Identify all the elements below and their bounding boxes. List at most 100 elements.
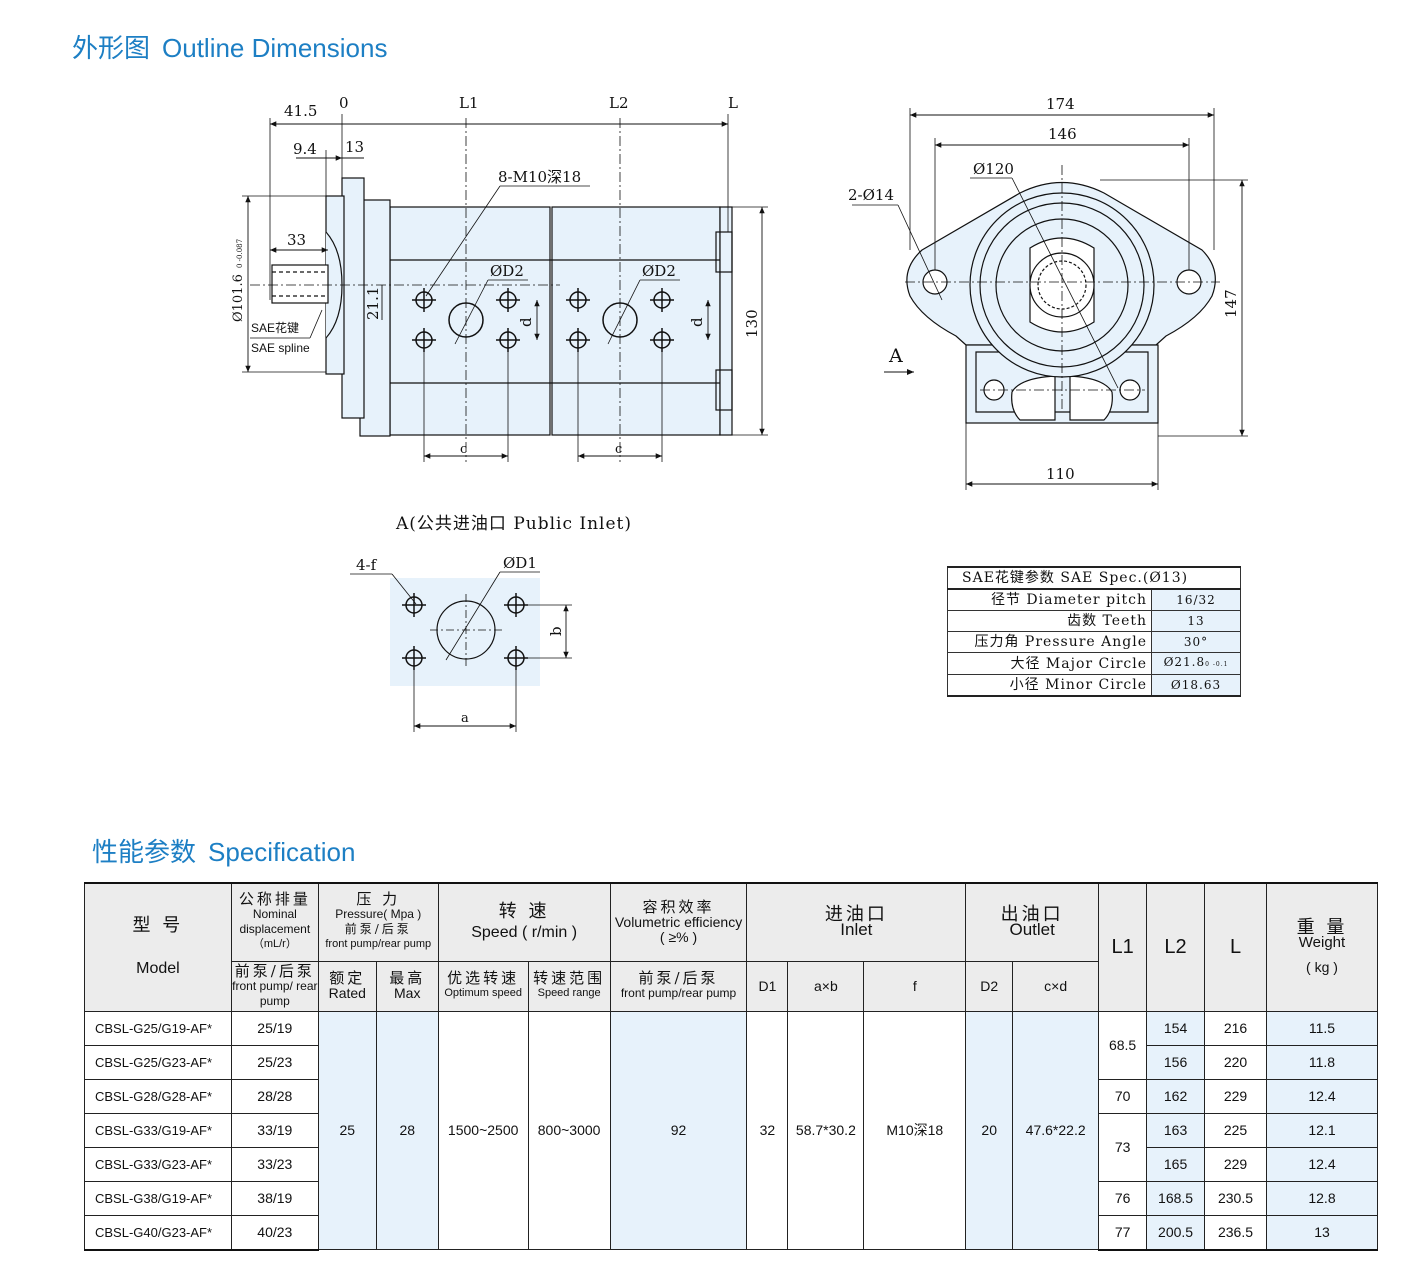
header-f: f bbox=[863, 960, 967, 1012]
dim-zero: 0 bbox=[339, 94, 349, 112]
bolt-thread-label: 8-M10深18 bbox=[498, 168, 581, 186]
cell-weight: 12.1 bbox=[1265, 1112, 1379, 1148]
cell-l: 229 bbox=[1204, 1146, 1267, 1182]
inlet-label-d1: ØD1 bbox=[503, 554, 537, 572]
dim-l2: L2 bbox=[609, 94, 629, 112]
cell-l2: 200.5 bbox=[1146, 1214, 1206, 1251]
dim-21-1: 21.1 bbox=[364, 287, 382, 320]
header-pressure-en: Pressure( Mpa ) bbox=[335, 907, 422, 922]
header-model-en: Model bbox=[136, 960, 180, 978]
header-disp-sub-cn: 前泵/后泵 bbox=[234, 961, 315, 980]
header-eff-sub: 前泵/后泵 front pump/rear pump bbox=[609, 960, 748, 1012]
header-eff-en: Volumetric efficiency bbox=[614, 913, 743, 930]
cell-disp: 28/28 bbox=[230, 1078, 319, 1114]
dim-c-front: c bbox=[460, 442, 467, 457]
cell-weight: 12.4 bbox=[1265, 1146, 1379, 1182]
dim-d-front: d bbox=[517, 317, 535, 327]
header-disp-en: Nominal displacement bbox=[239, 907, 311, 937]
dim-110: 110 bbox=[1046, 465, 1075, 483]
cell-weight: 11.8 bbox=[1265, 1044, 1379, 1080]
cell-model: CBSL-G25/G23-AF* bbox=[84, 1044, 232, 1080]
cell-model: CBSL-G25/G19-AF* bbox=[84, 1010, 232, 1046]
header-weight-unit: ( kg ) bbox=[1306, 958, 1338, 975]
header-pressure: 压 力 Pressure( Mpa ) 前泵/后泵 front pump/rea… bbox=[317, 882, 439, 962]
header-speed-cn: 转 速 bbox=[498, 901, 550, 923]
header-disp-sub-en: front pump/ rear pump bbox=[232, 978, 318, 1008]
table-row: CBSL-G38/G19-AF* 38/19 76 168.5 230.5 12… bbox=[84, 1180, 1379, 1216]
dim-33: 33 bbox=[287, 231, 306, 249]
outline-title-cn: 外形图 bbox=[72, 34, 151, 64]
inlet-view-title: A(公共进油口 Public Inlet) bbox=[395, 514, 632, 534]
inlet-label-4f: 4-f bbox=[356, 556, 378, 574]
sae-row-label: 径节 Diameter pitch bbox=[947, 588, 1152, 611]
header-inlet-cn: 进油口 bbox=[824, 904, 888, 926]
side-view-labels: 41.5 0 L1 L2 L 9.4 13 33 8-M10深18 ØD2 ØD… bbox=[231, 94, 761, 457]
header-outlet: 出油口 Outlet bbox=[965, 882, 1100, 962]
spec-title: 性能参数 Specification bbox=[92, 832, 355, 869]
sae-row-value: 16/32 bbox=[1151, 588, 1241, 611]
cell-l2: 154 bbox=[1146, 1010, 1206, 1046]
header-speed: 转 速 Speed ( r/min ) bbox=[437, 882, 611, 962]
cell-disp: 40/23 bbox=[230, 1214, 319, 1251]
dim-9-4: 9.4 bbox=[293, 140, 317, 158]
outline-drawings: 41.5 0 L1 L2 L 9.4 13 33 8-M10深18 ØD2 ØD… bbox=[231, 94, 1248, 732]
cell-efficiency: 92 bbox=[609, 1010, 748, 1250]
cell-disp: 25/23 bbox=[230, 1044, 319, 1080]
cell-f: M10深18 bbox=[863, 1010, 967, 1250]
header-weight-en: Weight bbox=[1298, 933, 1346, 951]
port-d2-rear: ØD2 bbox=[642, 262, 676, 280]
cell-model: CBSL-G38/G19-AF* bbox=[84, 1180, 232, 1216]
spec-title-cn: 性能参数 bbox=[92, 838, 197, 868]
cell-model: CBSL-G40/G23-AF* bbox=[84, 1214, 232, 1251]
header-max-en: Max bbox=[394, 985, 421, 1001]
dim-2-14: 2-Ø14 bbox=[848, 186, 894, 204]
cell-weight: 12.8 bbox=[1265, 1180, 1379, 1216]
cell-l2: 165 bbox=[1146, 1146, 1206, 1182]
sae-table-header: SAE花键参数 SAE Spec.(Ø13) bbox=[947, 566, 1241, 590]
dim-shaft-dia: Ø101.6 bbox=[231, 274, 246, 322]
spec-title-en: Specification bbox=[208, 837, 356, 867]
header-opt-speed: 优选转速 Optimum speed bbox=[437, 960, 529, 1012]
cell-model: CBSL-G33/G23-AF* bbox=[84, 1146, 232, 1182]
header-displacement: 公称排量 Nominal displacement （mL/r） bbox=[230, 882, 319, 962]
cell-d1: 32 bbox=[746, 1010, 789, 1250]
dim-l1: L1 bbox=[459, 94, 479, 112]
header-l1: L1 bbox=[1098, 882, 1148, 1012]
front-view-labels: 174 146 Ø120 2-Ø14 147 110 A bbox=[848, 95, 1240, 483]
cell-d2: 20 bbox=[965, 1010, 1014, 1250]
cell-axb: 58.7*30.2 bbox=[787, 1010, 865, 1250]
sae-spec-table: SAE花键参数 SAE Spec.(Ø13) 径节 Diameter pitch… bbox=[947, 566, 1241, 697]
cell-l1: 68.5 bbox=[1098, 1010, 1148, 1080]
header-rated-cn: 额定 bbox=[329, 969, 366, 987]
spline-label-cn: SAE花键 bbox=[251, 320, 299, 335]
header-rated-en: Rated bbox=[328, 985, 366, 1001]
cell-weight: 13 bbox=[1265, 1214, 1379, 1251]
header-rated: 额定 Rated bbox=[317, 960, 377, 1012]
dim-174: 174 bbox=[1046, 95, 1075, 113]
inlet-label-a: a bbox=[461, 711, 469, 726]
cell-disp: 33/19 bbox=[230, 1112, 319, 1148]
cell-rated: 25 bbox=[317, 1010, 377, 1250]
cell-weight: 12.4 bbox=[1265, 1078, 1379, 1114]
cell-disp: 25/19 bbox=[230, 1010, 319, 1046]
dim-130: 130 bbox=[743, 309, 761, 338]
view-mark-a: A bbox=[888, 345, 903, 367]
dim-146: 146 bbox=[1048, 125, 1077, 143]
header-disp-unit: （mL/r） bbox=[252, 938, 297, 951]
cell-disp: 33/23 bbox=[230, 1146, 319, 1182]
header-d1: D1 bbox=[746, 960, 789, 1012]
table-row: CBSL-G33/G19-AF* 33/19 73 163 225 12.1 bbox=[84, 1112, 1379, 1182]
dim-41-5: 41.5 bbox=[284, 102, 317, 120]
header-model-cn: 型 号 bbox=[132, 915, 184, 937]
header-eff-sub-en: front pump/rear pump bbox=[620, 986, 737, 1000]
dim-c-rear: c bbox=[615, 442, 622, 457]
sae-row-value: 13 bbox=[1151, 610, 1241, 632]
table-row: CBSL-G25/G19-AF* 25/19 25 28 1500~2500 8… bbox=[84, 1010, 1379, 1250]
header-eff-unit: ( ≥% ) bbox=[659, 928, 698, 945]
header-range-cn: 转速范围 bbox=[533, 969, 606, 987]
header-weight: 重 量 Weight ( kg ) bbox=[1265, 882, 1379, 1012]
spec-table: 型 号 Model 公称排量 Nominal displacement （mL/… bbox=[84, 882, 1379, 1251]
table-row: CBSL-G28/G28-AF* 28/28 70 162 229 12.4 bbox=[84, 1078, 1379, 1114]
